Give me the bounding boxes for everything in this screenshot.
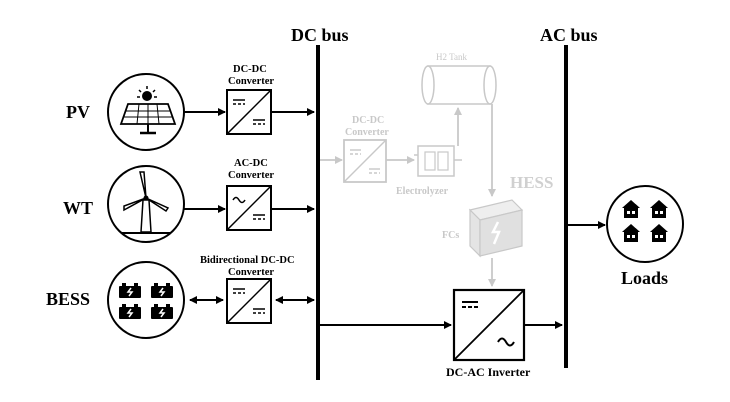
pv-source-icon bbox=[107, 73, 185, 151]
electrolyzer-label: Electrolyzer bbox=[396, 186, 449, 197]
h2-tank-label: H2 Tank bbox=[436, 52, 467, 62]
acdc-label-line1: AC-DC bbox=[234, 158, 268, 169]
wt-label: WT bbox=[63, 198, 93, 218]
loads-label: Loads bbox=[621, 268, 668, 288]
inverter-label: DC-AC Inverter bbox=[446, 365, 531, 379]
dcac-inverter-box bbox=[452, 288, 526, 362]
loads-houses-icon bbox=[606, 185, 684, 263]
hess-section: H2 Tank DC-DC Converter Electrolyzer bbox=[320, 52, 553, 287]
pv-label: PV bbox=[66, 102, 90, 122]
hess-dcdc-label-line2: Converter bbox=[345, 127, 389, 138]
hess-dcdc-converter-box bbox=[343, 139, 387, 183]
bidir-dcdc-converter-box bbox=[226, 278, 272, 324]
h2-tank-icon bbox=[421, 65, 497, 105]
fc-label: FCs bbox=[442, 230, 459, 241]
hess-dcdc-label-line1: DC-DC bbox=[352, 115, 384, 126]
bidir-label-line2: Converter bbox=[228, 267, 274, 278]
acdc-label-line2: Converter bbox=[228, 170, 274, 181]
dc-bus-label: DC bus bbox=[291, 25, 349, 45]
dcdc-label-line2: Converter bbox=[228, 76, 274, 87]
hess-label: HESS bbox=[510, 173, 553, 192]
ac-bus-label: AC bus bbox=[540, 25, 598, 45]
battery-bank-icon bbox=[107, 261, 185, 339]
bidir-label-line1: Bidirectional DC-DC bbox=[200, 255, 295, 266]
fuel-cell-stack-icon bbox=[468, 199, 524, 258]
acdc-converter-box bbox=[226, 185, 272, 231]
electrolyzer-icon bbox=[414, 145, 462, 177]
dcdc-converter-box bbox=[226, 89, 272, 135]
bess-label: BESS bbox=[46, 289, 90, 309]
wind-turbine-icon bbox=[107, 165, 185, 243]
dcdc-label-line1: DC-DC bbox=[233, 64, 267, 75]
